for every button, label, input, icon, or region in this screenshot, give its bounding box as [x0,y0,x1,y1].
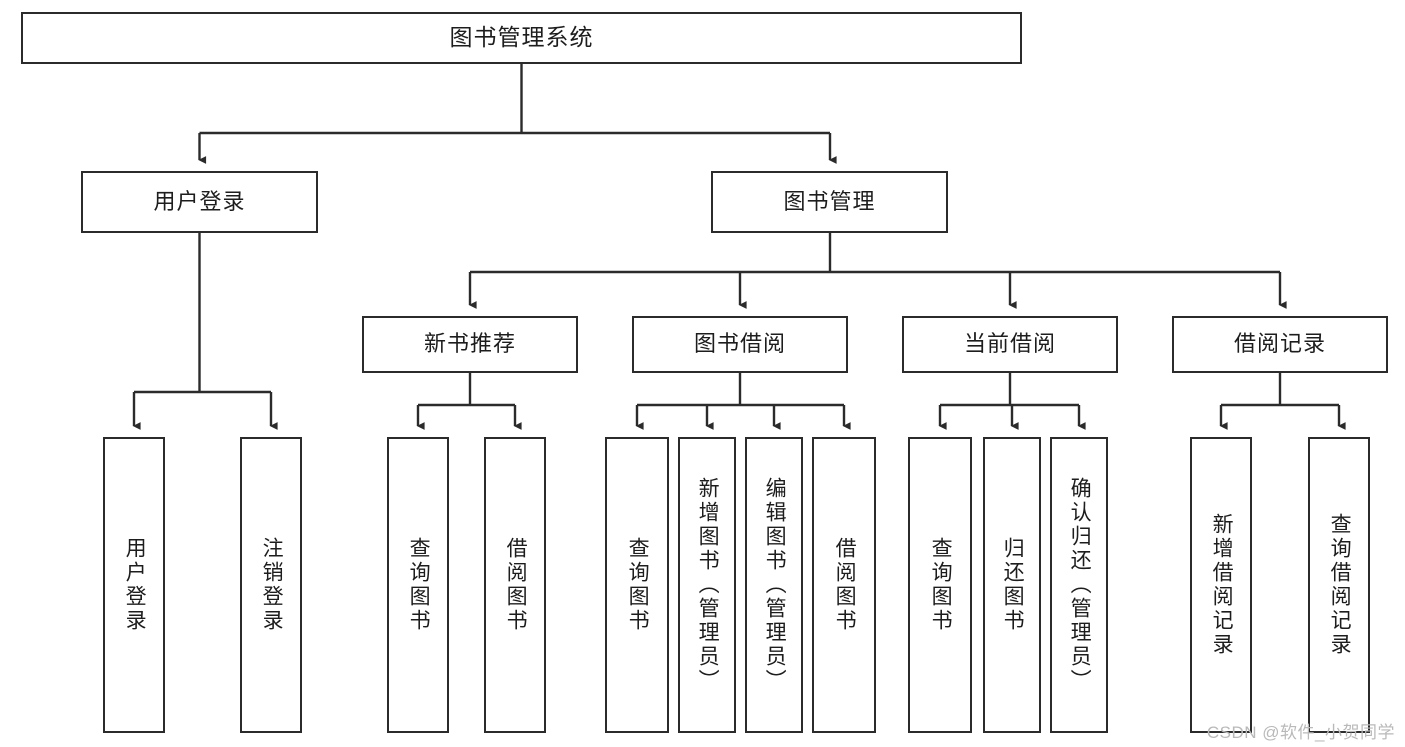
node-leaf-logout-label: 注销登录 [260,537,284,633]
node-new-book-recommend[interactable]: 新书推荐 [362,316,578,373]
node-leaf-confirm-return-label: 确认归还（管理员） [1068,477,1092,693]
node-leaf-return-book-label: 归还图书 [1001,537,1025,633]
node-borrow-record-label: 借阅记录 [1233,331,1326,357]
node-book-manage[interactable]: 图书管理 [711,171,948,233]
node-user-login[interactable]: 用户登录 [81,171,318,233]
node-leaf-query-borrow-record[interactable]: 查询借阅记录 [1308,437,1370,733]
node-leaf-user-login[interactable]: 用户登录 [103,437,165,733]
node-current-borrow[interactable]: 当前借阅 [902,316,1118,373]
node-leaf-borrow-book-recommend-label: 借阅图书 [504,537,528,633]
node-leaf-query-book-recommend[interactable]: 查询图书 [387,437,449,733]
node-leaf-add-book-label: 新增图书（管理员） [696,477,720,693]
node-leaf-edit-book-label: 编辑图书（管理员） [763,477,787,693]
node-leaf-query-book-current[interactable]: 查询图书 [908,437,972,733]
node-borrow-record[interactable]: 借阅记录 [1172,316,1388,373]
node-leaf-add-book[interactable]: 新增图书（管理员） [678,437,736,733]
node-root-label: 图书管理系统 [449,24,594,51]
node-leaf-borrow-book-recommend[interactable]: 借阅图书 [484,437,546,733]
node-leaf-add-borrow-record[interactable]: 新增借阅记录 [1190,437,1252,733]
node-leaf-confirm-return[interactable]: 确认归还（管理员） [1050,437,1108,733]
node-leaf-return-book[interactable]: 归还图书 [983,437,1041,733]
node-leaf-query-book-borrow[interactable]: 查询图书 [605,437,669,733]
node-leaf-query-book-current-label: 查询图书 [929,537,953,633]
node-user-login-label: 用户登录 [153,188,246,214]
node-leaf-user-login-label: 用户登录 [123,537,147,633]
node-leaf-logout[interactable]: 注销登录 [240,437,302,733]
node-current-borrow-label: 当前借阅 [963,331,1056,357]
node-leaf-borrow-book[interactable]: 借阅图书 [812,437,876,733]
node-leaf-query-borrow-record-label: 查询借阅记录 [1328,513,1352,657]
node-book-borrow[interactable]: 图书借阅 [632,316,848,373]
node-root-system[interactable]: 图书管理系统 [21,12,1022,64]
node-new-book-recommend-label: 新书推荐 [423,331,516,357]
node-leaf-query-book-borrow-label: 查询图书 [626,537,650,633]
csdn-watermark: CSDN @软件_小贺同学 [1206,723,1395,742]
node-leaf-query-book-recommend-label: 查询图书 [407,537,431,633]
node-book-manage-label: 图书管理 [783,188,876,214]
node-leaf-edit-book[interactable]: 编辑图书（管理员） [745,437,803,733]
node-leaf-borrow-book-label: 借阅图书 [833,537,857,633]
node-leaf-add-borrow-record-label: 新增借阅记录 [1210,513,1234,657]
node-book-borrow-label: 图书借阅 [693,331,786,357]
